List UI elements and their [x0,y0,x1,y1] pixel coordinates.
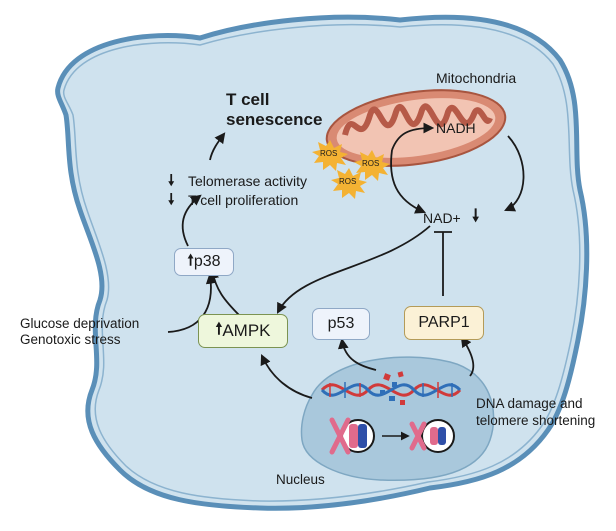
t-cell-senescence-line2: senescence [226,109,323,129]
arrow-mito-to-nad [390,149,426,214]
telomerase-activity-label: Telomerase activity [188,173,308,189]
parp1-box: PARP1 [404,306,484,340]
parp1-label: PARP1 [418,314,470,331]
arrow-nucleus-to-ampk [260,354,313,399]
arrow-nadh-to-nad [504,135,525,212]
p38-box: 🠕 p38 [174,248,234,276]
p53-label: p53 [327,315,355,332]
arrow-telomerase-to-senescence [209,132,226,161]
arrow-nucleus-to-parp1 [460,336,475,377]
dna-damage-label-line1: DNA damage and [476,396,583,411]
p38-label: p38 [193,253,221,270]
ros-label-1: ROS [320,149,338,158]
nad-plus-label: NAD+ [423,210,461,226]
dna-helix [320,371,462,405]
t-cell-senescence-title: T cell senescence [226,90,322,129]
p53-box: p53 [312,308,370,340]
ampk-label: AMPK [222,321,271,340]
ros-bursts [312,140,390,199]
mitochondria-organelle [325,89,507,167]
arrow-nad-to-ampk [276,225,431,314]
nucleus-label: Nucleus [276,472,325,487]
ros-label-3: ROS [339,177,357,186]
nad-down-arrow-icon: 🠗 [472,206,480,226]
nadh-label: NADH [436,120,476,136]
mitochondria-label: Mitochondria [436,70,517,86]
arrow-mito-to-nadh [391,122,435,151]
p38-up-arrow-icon: 🠕 [187,250,194,269]
genotoxic-stress-label: Genotoxic stress [20,332,121,347]
cell-membrane-inner [62,23,581,502]
ros-label-2: ROS [362,159,380,168]
telomerase-down-arrow-icon: 🠗 [168,171,175,189]
pathway-arrows [167,122,525,399]
ampk-up-arrow-icon: 🠕 [215,318,223,338]
arrow-p38-to-telomerase [181,194,202,247]
dna-damage-label-line2: telomere shortening [476,413,596,428]
arrow-nucleus-to-p53 [337,337,377,371]
proliferation-down-arrow-icon: 🠗 [168,190,175,208]
ampk-box: 🠕 AMPK [198,314,288,348]
glucose-deprivation-label: Glucose deprivation [20,316,140,331]
t-cell-proliferation-label: T cell proliferation [188,192,299,208]
t-cell-senescence-line1: T cell [226,90,270,109]
chromosome-telomere-icons [329,417,455,455]
